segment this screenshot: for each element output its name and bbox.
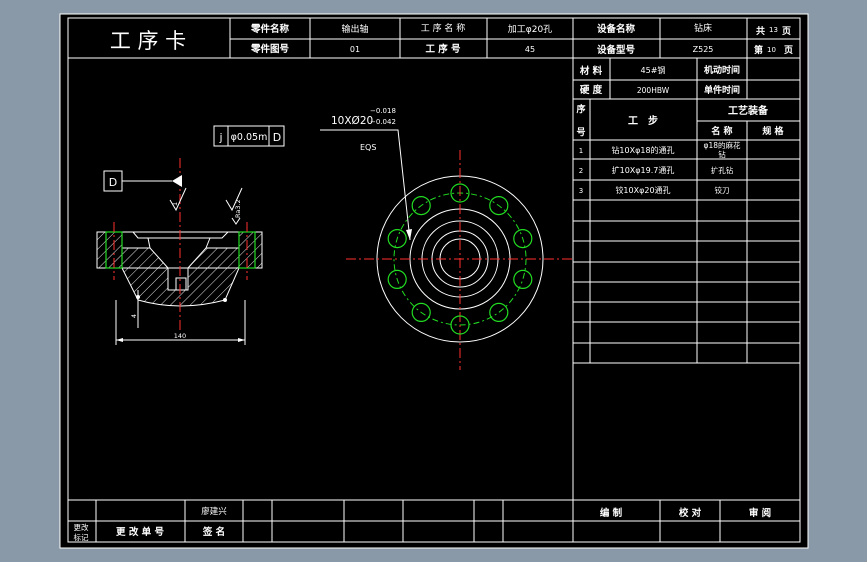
step-label: 工 步 [628,114,658,127]
tolerance-value: φ0.05m [231,132,268,143]
equip-model: Z525 [693,45,714,54]
tolerance-symbol: j [218,131,222,144]
tool-name-label: 名 称 [711,125,732,137]
hardness-value: 200HBW [637,86,670,95]
step-no: 1 [579,147,583,155]
op-name-label: 工 序 名 称 [421,22,466,34]
tool-spec-label: 规 格 [762,125,784,137]
total-pages-prefix: 共 [756,25,765,37]
bolt-hole [513,269,533,289]
change-mark-label: 更改 [74,522,89,532]
tolerance-frame [213,125,285,147]
center-bore [175,277,187,291]
step-desc: 钻10Xφ18的通孔 [611,145,674,155]
step-tool: 扩孔钻 [711,165,734,175]
step-desc: 扩10Xφ19.7通孔 [612,165,675,175]
step-no: 3 [579,187,583,195]
equip-model-label: 设备型号 [597,44,636,56]
sheet-border [59,13,809,549]
bolt-holes [387,183,533,335]
seq-label-top: 序 [576,103,585,115]
bolt-hole [387,269,407,289]
part-number: 01 [350,45,360,54]
equip-name-label: 设备名称 [597,23,636,35]
compile-label: 编 制 [600,507,623,519]
card-title: 工 序 卡 [110,29,186,53]
roughness-2: Ra3.2 [234,199,242,218]
title-block-footer: 廖建兴 编 制 校 对 审 阅 更改 标记 更 改 单 号 签 名 [68,499,800,542]
plan-view: 10XØ20 −0.018 −0.042 EQS [320,107,574,370]
change-doc-label: 更 改 单 号 [116,526,164,538]
step-tool: 铰刀 [715,185,730,195]
page-no: 10 [767,46,776,54]
total-pages: 13 [769,26,778,34]
bolt-hole [387,229,407,249]
designer-name: 廖建兴 [201,506,227,517]
hardness-label: 硬 度 [580,84,603,96]
bolt-hole [513,229,533,249]
section-hatch-right [238,231,263,269]
op-no-label: 工 序 号 [425,43,461,55]
check-label: 校 对 [679,507,702,519]
step-no: 2 [579,167,583,175]
roughness-1: 1 [171,202,179,206]
table-row: 2 扩10Xφ19.7通孔 扩孔钻 [579,165,734,175]
section-hatch-left [96,231,123,269]
part-number-label: 零件图号 [250,43,290,55]
bolt-hole [489,302,509,322]
table-row: 3 铰10Xφ20通孔 铰刀 [579,185,730,195]
datum-label: D [109,176,117,189]
review-label: 审 阅 [749,507,771,519]
signature-label: 签 名 [202,526,225,538]
dimension-width: 140 [174,332,186,340]
title-block-header: 工 序 卡 零件名称 输出轴 工 序 名 称 加工φ20孔 设备名称 钻床 共 … [68,18,800,59]
op-no: 45 [525,45,535,54]
drawing-frame [67,17,801,543]
bolt-hole [450,315,470,335]
part-name-label: 零件名称 [250,23,290,35]
change-mark-label-line2: 标记 [74,532,89,542]
op-name: 加工φ20孔 [508,24,552,35]
material-label: 材 料 [579,65,603,77]
motor-time-label: 机动时间 [704,64,740,76]
material-value: 45#钢 [641,65,666,75]
table-row: 1 钻10Xφ18的通孔 φ18的麻花 钻 [579,140,741,159]
total-pages-suffix: 页 [782,26,791,37]
tolerance-datum: D [273,131,281,144]
hole-eqs: EQS [360,143,376,152]
section-view: 140 4 1 Ra3.2 D j φ0.05m D [96,125,285,345]
step-tool-line2: 钻 [718,149,726,159]
bolt-hole [450,183,470,203]
part-name: 输出轴 [341,23,368,35]
seq-label-bottom: 号 [576,127,585,138]
process-table: 材 料 45#钢 机动时间 硬 度 200HBW 单件时间 序 号 工 步 工艺… [572,58,800,500]
bolt-hole [489,196,509,216]
step-desc: 铰10Xφ20通孔 [615,185,670,195]
step-tool: φ18的麻花 [704,140,741,150]
page-no-prefix: 第 [754,44,763,56]
page-no-suffix: 页 [784,45,793,56]
bolt-hole [411,196,431,216]
unit-time-label: 单件时间 [704,84,740,96]
equip-name: 钻床 [694,22,712,34]
hole-tol-lower: −0.042 [370,118,396,126]
dimension-depth: 4 [130,314,138,318]
equipment-label: 工艺装备 [728,104,769,117]
hole-spec: 10XØ20 [331,115,373,127]
bolt-hole [411,302,431,322]
hole-tol-upper: −0.018 [370,107,396,115]
